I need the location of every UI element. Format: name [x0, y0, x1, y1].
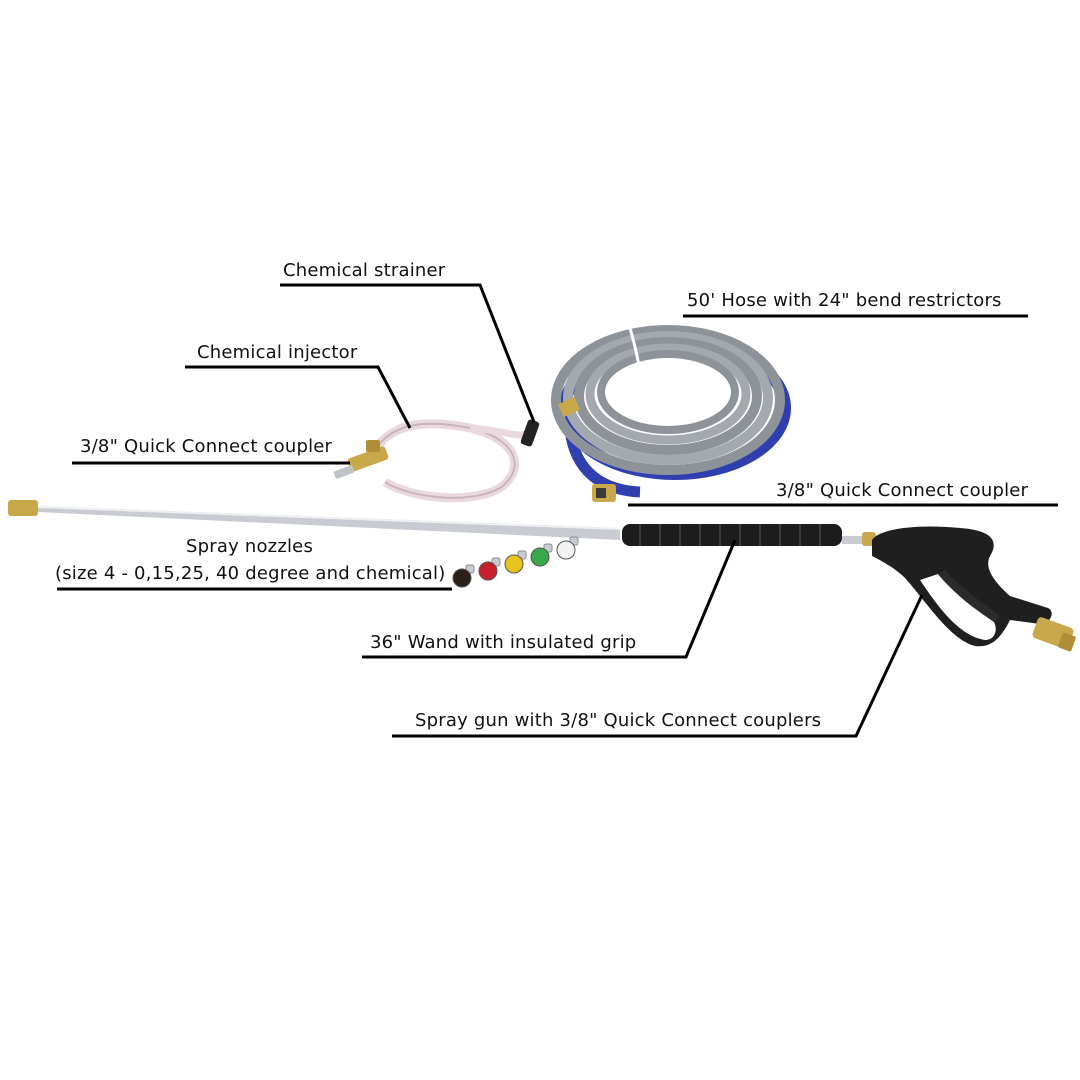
leader-wand — [362, 539, 737, 659]
label-chemical-injector: Chemical injector — [197, 342, 358, 363]
label-coupler-right: 3/8" Quick Connect coupler — [776, 480, 1029, 501]
leader-spray-gun — [392, 594, 924, 738]
leader-chemical-injector — [185, 365, 412, 429]
label-spray-nozzles-title: Spray nozzles — [186, 536, 314, 557]
label-spray-gun: Spray gun with 3/8" Quick Connect couple… — [415, 710, 822, 731]
label-spray-nozzles-detail: (size 4 - 0,15,25, 40 degree and chemica… — [55, 563, 446, 584]
leader-chemical-strainer — [280, 283, 536, 423]
wand-icon — [8, 500, 876, 546]
chemical-injector-icon — [333, 419, 540, 503]
label-chemical-strainer: Chemical strainer — [283, 260, 446, 281]
nozzle-icon — [504, 550, 527, 574]
nozzle-icon — [478, 557, 501, 581]
nozzle-icon — [530, 543, 553, 567]
nozzle-icon — [452, 564, 475, 588]
leader-lines — [57, 283, 1058, 738]
label-coupler-left: 3/8" Quick Connect coupler — [80, 436, 333, 457]
nozzle-set — [452, 536, 579, 588]
hose-coil-icon — [551, 321, 791, 502]
spray-gun-icon — [872, 526, 1076, 652]
nozzle-icon — [556, 536, 579, 560]
label-wand: 36" Wand with insulated grip — [370, 632, 637, 653]
label-hose: 50' Hose with 24" bend restrictors — [687, 290, 1002, 311]
